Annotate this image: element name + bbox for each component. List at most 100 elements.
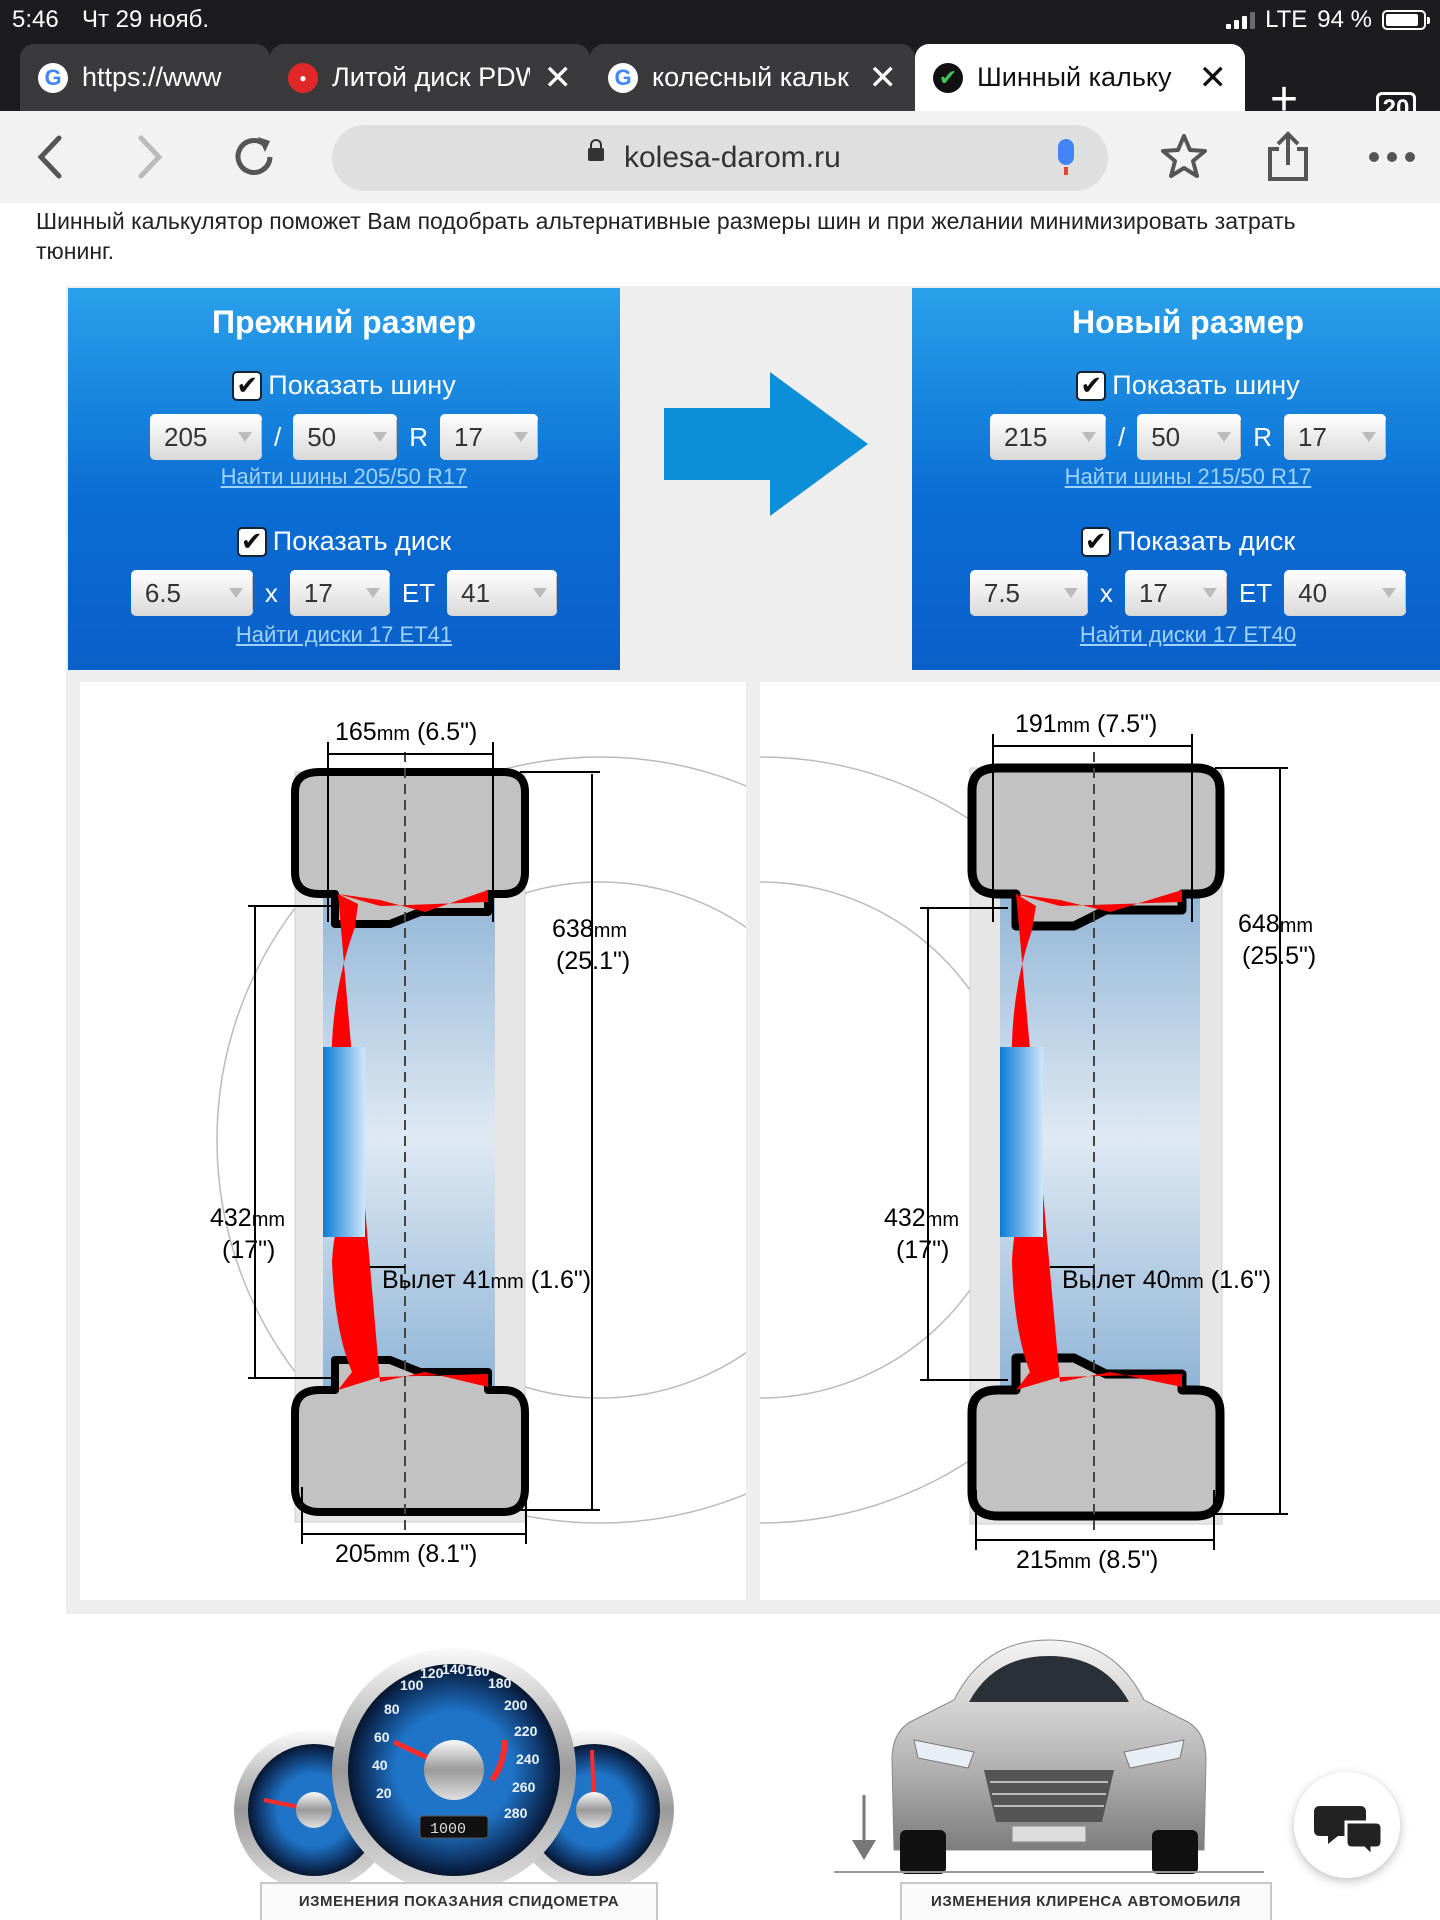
new-radius-select[interactable]: 17 bbox=[1284, 414, 1386, 460]
more-icon bbox=[1369, 152, 1415, 162]
checkbox-checked-icon[interactable]: ✔ bbox=[232, 370, 263, 401]
status-right: LTE 94 % bbox=[1226, 6, 1430, 34]
new-tire-selects: 215 / 50 R 17 bbox=[912, 414, 1440, 460]
new-disk-radius-select[interactable]: 17 bbox=[1124, 570, 1227, 616]
network-label: LTE bbox=[1265, 6, 1308, 33]
speed-tick: 40 bbox=[372, 1757, 388, 1773]
separator: R bbox=[409, 421, 428, 452]
signal-icon bbox=[1226, 11, 1256, 29]
old-show-disk-row[interactable]: ✔ Показать диск bbox=[68, 526, 620, 557]
select-value: 40 bbox=[1298, 577, 1328, 608]
old-rim-profile bbox=[331, 890, 488, 1390]
separator: x bbox=[1099, 577, 1113, 608]
old-disk-selects: 6.5 x 17 ET 41 bbox=[68, 570, 620, 616]
tab-strip: G https://www ● Литой диск PDW ✕ G колес… bbox=[0, 36, 1440, 126]
checkbox-checked-icon[interactable]: ✔ bbox=[236, 526, 267, 557]
checkbox-checked-icon[interactable]: ✔ bbox=[1080, 526, 1111, 557]
microphone-icon[interactable] bbox=[1058, 139, 1074, 175]
tab-wheel-calc[interactable]: G колесный кальк ✕ bbox=[590, 44, 915, 111]
grille-bars bbox=[990, 1781, 1108, 1807]
separator: R bbox=[1253, 421, 1272, 452]
chat-button[interactable] bbox=[1294, 1772, 1400, 1878]
old-radius-select[interactable]: 17 bbox=[440, 414, 538, 460]
new-disk-width-select[interactable]: 7.5 bbox=[969, 570, 1088, 616]
new-show-tire-row[interactable]: ✔ Показать шину bbox=[912, 370, 1440, 401]
right-tire bbox=[1152, 1830, 1198, 1874]
license-plate bbox=[1011, 1825, 1087, 1843]
clearance-caption[interactable]: ИЗМЕНЕНИЯ КЛИРЕНСА АВТОМОБИЛЯ bbox=[900, 1882, 1272, 1920]
select-value: 17 bbox=[1138, 577, 1168, 608]
old-disk-radius-select[interactable]: 17 bbox=[289, 570, 390, 616]
share-button[interactable] bbox=[1260, 129, 1316, 185]
speedometer-caption[interactable]: ИЗМЕНЕНИЯ ПОКАЗАНИЯ СПИДОМЕТРА bbox=[260, 1882, 658, 1920]
close-icon[interactable]: ✕ bbox=[1198, 58, 1228, 97]
old-tire-top bbox=[291, 768, 529, 928]
speed-tick: 20 bbox=[376, 1785, 392, 1801]
new-size-title: Новый размер bbox=[1071, 304, 1305, 340]
tab-tire-calc[interactable]: ✔ Шинный кальку ✕ bbox=[915, 44, 1245, 111]
new-wheel-drawing: 191mm (7.5") 648mm (25.5") 432mm (17") В… bbox=[376, 710, 1316, 1574]
select-value: 50 bbox=[1151, 421, 1181, 452]
old-et-select[interactable]: 41 bbox=[447, 570, 558, 616]
check-icon: ✔ bbox=[933, 62, 963, 93]
select-value: 41 bbox=[461, 577, 491, 608]
new-find-tires-link[interactable]: Найти шины 215/50 R17 bbox=[1064, 464, 1312, 489]
checkbox-checked-icon[interactable]: ✔ bbox=[1076, 370, 1107, 401]
car-body bbox=[891, 1639, 1207, 1851]
select-value: 205 bbox=[163, 421, 208, 452]
chevron-down-icon bbox=[1382, 588, 1397, 598]
close-icon[interactable]: ✕ bbox=[868, 58, 898, 97]
new-width-select[interactable]: 215 bbox=[989, 414, 1106, 460]
intro-text: Шинный калькулятор поможет Вам подобрать… bbox=[36, 206, 1440, 266]
star-icon bbox=[1161, 134, 1207, 178]
chevron-down-icon bbox=[533, 588, 548, 598]
dim-tire-width: 215mm (8.5") bbox=[1016, 1546, 1158, 1574]
dim-offset: Вылет 41mm (1.6") bbox=[382, 1266, 591, 1294]
more-button[interactable] bbox=[1364, 129, 1420, 185]
select-value: 17 bbox=[1298, 421, 1327, 452]
separator: / bbox=[273, 421, 282, 452]
hub bbox=[323, 1047, 365, 1237]
speed-tick: 260 bbox=[512, 1779, 536, 1795]
old-size-title: Прежний размер bbox=[211, 304, 477, 340]
old-find-tires-link[interactable]: Найти шины 205/50 R17 bbox=[220, 464, 468, 489]
needle-hub bbox=[424, 1740, 484, 1800]
intro-line-2: тюнинг. bbox=[36, 238, 115, 264]
old-width-select[interactable]: 205 bbox=[149, 414, 262, 460]
old-find-disks-link[interactable]: Найти диски 17 ET41 bbox=[235, 622, 453, 647]
reload-button[interactable] bbox=[226, 129, 282, 185]
chevron-down-icon bbox=[1362, 432, 1376, 442]
back-button[interactable] bbox=[22, 129, 78, 185]
dim-tire-width: 205mm (8.1") bbox=[335, 1540, 477, 1568]
new-show-disk-row[interactable]: ✔ Показать диск bbox=[912, 526, 1440, 557]
new-disk-selects: 7.5 x 17 ET 40 bbox=[912, 570, 1440, 616]
new-show-tire-label: Показать шину bbox=[1112, 370, 1300, 400]
chat-icon bbox=[1314, 1806, 1384, 1860]
speed-tick: 280 bbox=[504, 1805, 528, 1821]
new-profile-select[interactable]: 50 bbox=[1137, 414, 1242, 460]
chevron-down-icon bbox=[514, 432, 528, 442]
speed-tick: 60 bbox=[374, 1729, 390, 1745]
dim-rim-width: 191mm (7.5") bbox=[1015, 710, 1157, 738]
hub bbox=[1000, 1047, 1043, 1237]
speed-tick: 180 bbox=[488, 1675, 512, 1691]
old-show-tire-row[interactable]: ✔ Показать шину bbox=[68, 370, 620, 401]
address-bar[interactable]: kolesa-darom.ru bbox=[332, 125, 1108, 191]
old-disk-width-select[interactable]: 6.5 bbox=[130, 570, 253, 616]
old-wheel-drawing: 165mm (6.5") 638mm (25.1") 432mm (17") В… bbox=[210, 718, 984, 1568]
new-find-disks-link[interactable]: Найти диски 17 ET40 bbox=[1079, 622, 1297, 647]
dim-rim-width: 165mm (6.5") bbox=[335, 718, 477, 746]
new-et-select[interactable]: 40 bbox=[1284, 570, 1407, 616]
close-icon[interactable]: ✕ bbox=[543, 58, 573, 97]
bookmark-button[interactable] bbox=[1156, 129, 1212, 185]
tab-google-search[interactable]: G https://www bbox=[20, 44, 270, 111]
forward-button[interactable] bbox=[122, 129, 178, 185]
new-tire-bottom bbox=[967, 1353, 1225, 1521]
old-profile-select[interactable]: 50 bbox=[293, 414, 398, 460]
dim-rim-diameter-in: (17") bbox=[222, 1236, 275, 1264]
select-value: 6.5 bbox=[144, 577, 182, 608]
old-tire-bottom bbox=[291, 1356, 529, 1516]
tab-pdw[interactable]: ● Литой диск PDW ✕ bbox=[270, 44, 590, 111]
chevron-down-icon bbox=[1217, 432, 1232, 442]
red-zone bbox=[489, 1739, 508, 1782]
